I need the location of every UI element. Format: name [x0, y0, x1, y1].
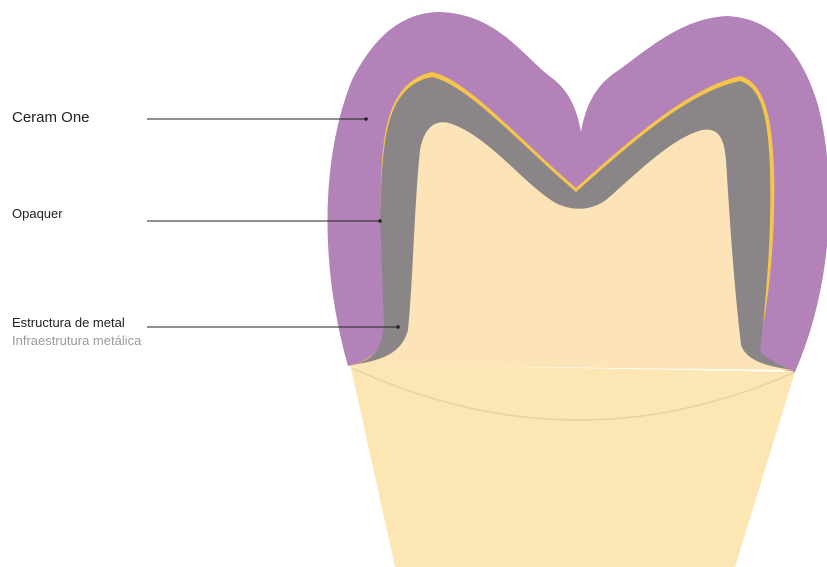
label-infraestrutura-metalica: Infraestrutura metálica: [12, 334, 141, 347]
label-opaquer: Opaquer: [12, 207, 63, 220]
tooth-root: [350, 364, 795, 567]
leader-dot-opaquer: [378, 219, 382, 223]
leader-dot-estructura: [396, 325, 400, 329]
label-ceram-one: Ceram One: [12, 110, 90, 125]
label-estructura-de-metal: Estructura de metal: [12, 316, 125, 329]
leader-dot-ceram-one: [364, 117, 368, 121]
